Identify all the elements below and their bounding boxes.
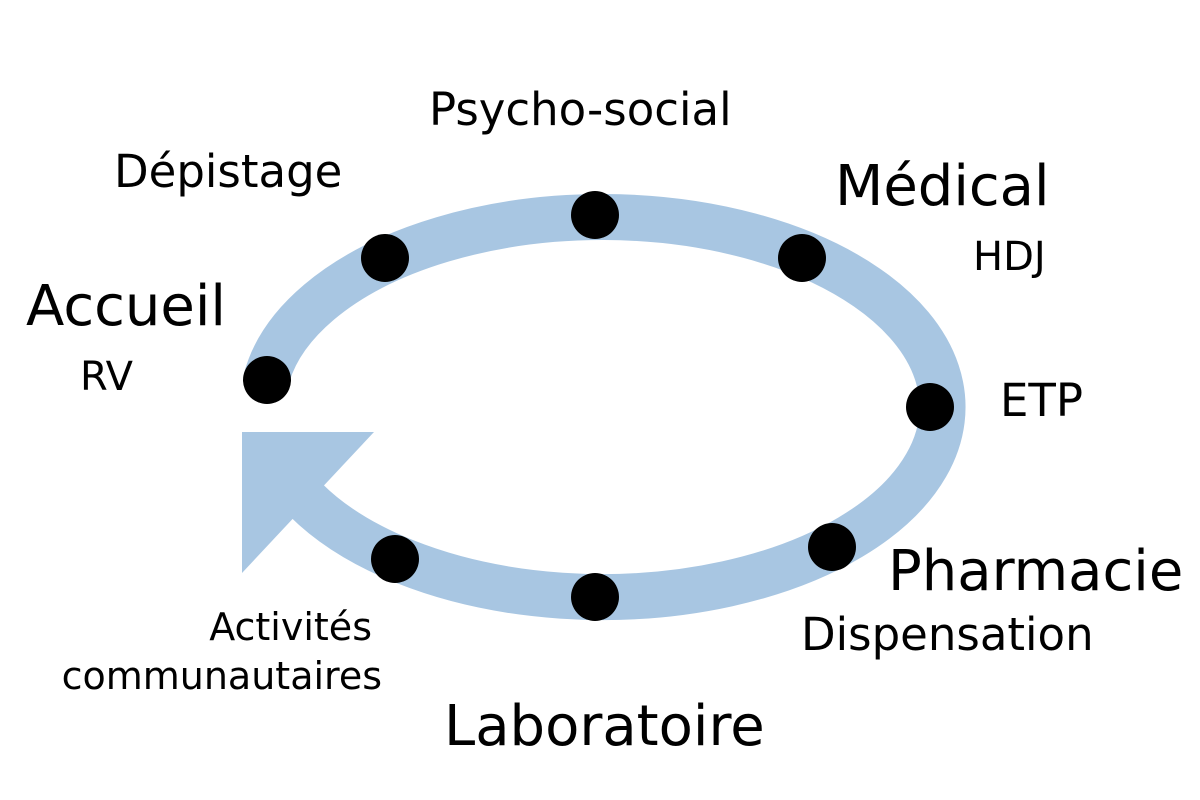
label-rv: RV [80,354,134,400]
label-etp: ETP [1000,374,1083,427]
node-etp[interactable] [906,383,954,431]
node-accueil[interactable] [243,356,291,404]
node-activites[interactable] [371,535,419,583]
label-hdj: HDJ [973,234,1046,280]
label-laboratoire: Laboratoire [444,694,765,759]
node-depistage[interactable] [361,234,409,282]
step-labels: Accueil RV Dépistage Psycho-social Médic… [26,83,1183,759]
node-pharmacie[interactable] [808,523,856,571]
cycle-ring [243,194,966,621]
node-psycho-social[interactable] [571,191,619,239]
label-activites-line1: Activités [209,605,372,649]
label-psycho-social: Psycho-social [429,83,732,136]
step-nodes [243,191,954,621]
label-depistage: Dépistage [114,145,342,198]
label-medical: Médical [835,154,1050,219]
node-laboratoire[interactable] [571,573,619,621]
label-pharmacie: Pharmacie [888,539,1183,604]
label-accueil: Accueil [26,274,226,339]
node-medical[interactable] [778,234,826,282]
label-dispensation: Dispensation [801,608,1094,661]
label-activites-line2: communautaires [62,654,382,698]
cycle-arrowhead [242,432,374,573]
